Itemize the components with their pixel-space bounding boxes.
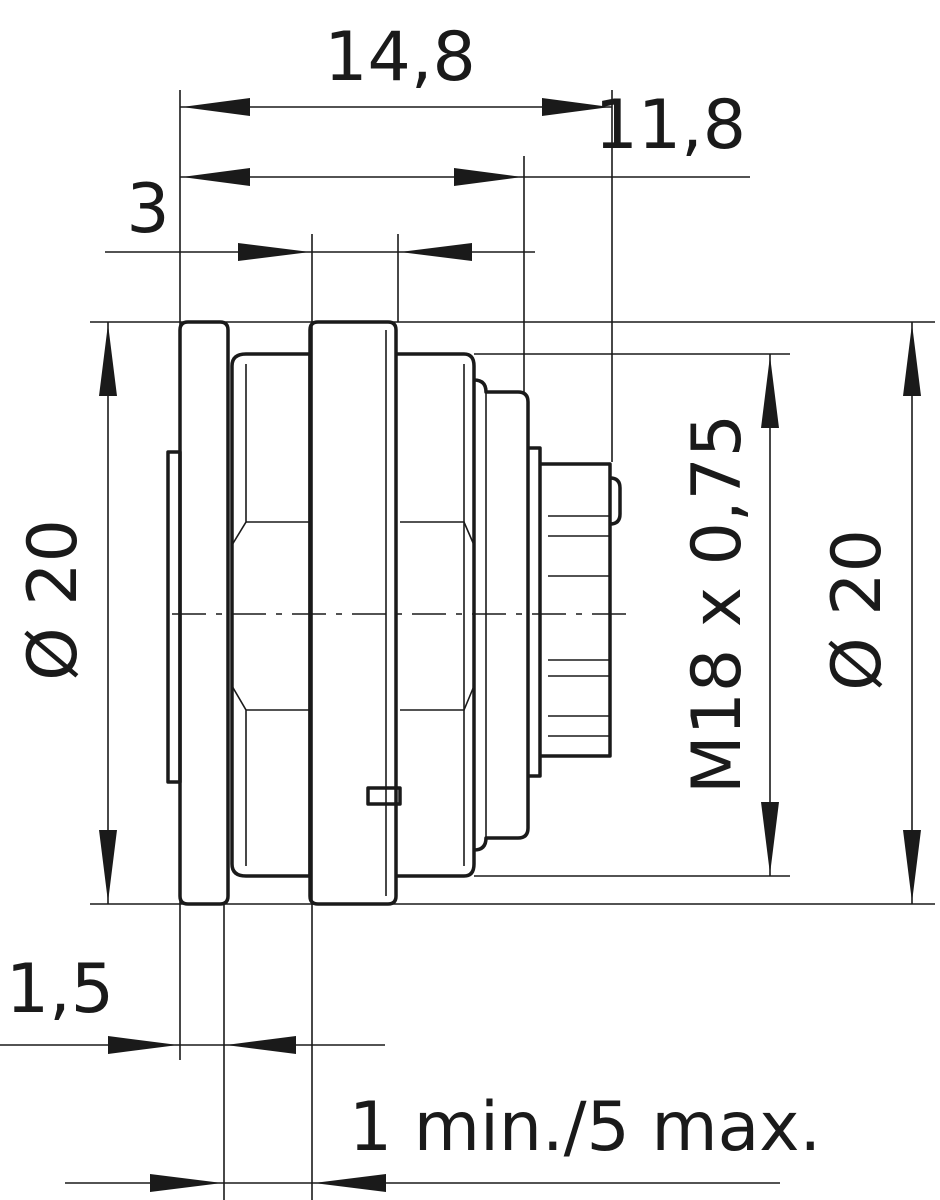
- dim-label-front-gap: 1,5: [6, 950, 114, 1029]
- arrow-icon: [314, 1174, 386, 1192]
- rear-hex-edge-top: [400, 521, 475, 546]
- arrow-icon: [182, 98, 250, 116]
- arrow-icon: [226, 1036, 296, 1054]
- front-plate: [166, 450, 182, 784]
- dim-overall-length: 14,8: [180, 18, 612, 116]
- arrow-icon: [903, 830, 921, 902]
- arrow-icon: [761, 356, 779, 428]
- dim-label-outer-diameter-right: Ø 20: [818, 529, 897, 691]
- dim-outer-diameter-left: Ø 20: [14, 322, 117, 904]
- coding-key: [609, 476, 622, 526]
- dim-label-overall-length: 14,8: [324, 18, 475, 97]
- thread-section: [473, 378, 530, 852]
- arrow-icon: [99, 324, 117, 396]
- contact-block: [540, 462, 612, 758]
- rear-hex-edge-bottom: [400, 685, 475, 711]
- arrow-icon: [99, 830, 117, 902]
- arrow-icon: [108, 1036, 178, 1054]
- dim-thread: M18 x 0,75: [678, 354, 779, 876]
- rear-collar: [528, 446, 542, 778]
- arrow-icon: [454, 168, 522, 186]
- dim-label-thread: M18 x 0,75: [678, 414, 757, 794]
- dim-outer-diameter-right: Ø 20: [818, 322, 921, 904]
- dim-front-gap: 1,5: [0, 950, 385, 1054]
- dim-flange-thickness: 3: [105, 170, 535, 261]
- arrow-icon: [150, 1174, 222, 1192]
- dim-body-length: 11,8: [180, 86, 750, 186]
- arrow-icon: [761, 802, 779, 874]
- dim-label-body-length: 11,8: [595, 86, 746, 165]
- arrow-icon: [542, 98, 610, 116]
- arrow-icon: [182, 168, 250, 186]
- arrow-icon: [400, 243, 472, 261]
- front-flange: [178, 320, 230, 906]
- connector-body: [166, 320, 630, 906]
- dim-label-flange-thickness: 3: [126, 170, 169, 249]
- hex-nut: [230, 352, 312, 878]
- arrow-icon: [238, 243, 310, 261]
- hex-nut-facet-bottom: [231, 685, 247, 866]
- dim-panel-thickness: 1 min./5 max.: [65, 1088, 821, 1192]
- dim-label-panel-thickness: 1 min./5 max.: [349, 1088, 821, 1167]
- locking-slot: [366, 786, 402, 806]
- panel-nut: [308, 320, 398, 906]
- rear-hex: [396, 352, 476, 878]
- hex-nut-facet-top: [231, 364, 247, 546]
- dim-label-outer-diameter-left: Ø 20: [14, 519, 93, 681]
- arrow-icon: [903, 324, 921, 396]
- extension-lines: [90, 90, 935, 1200]
